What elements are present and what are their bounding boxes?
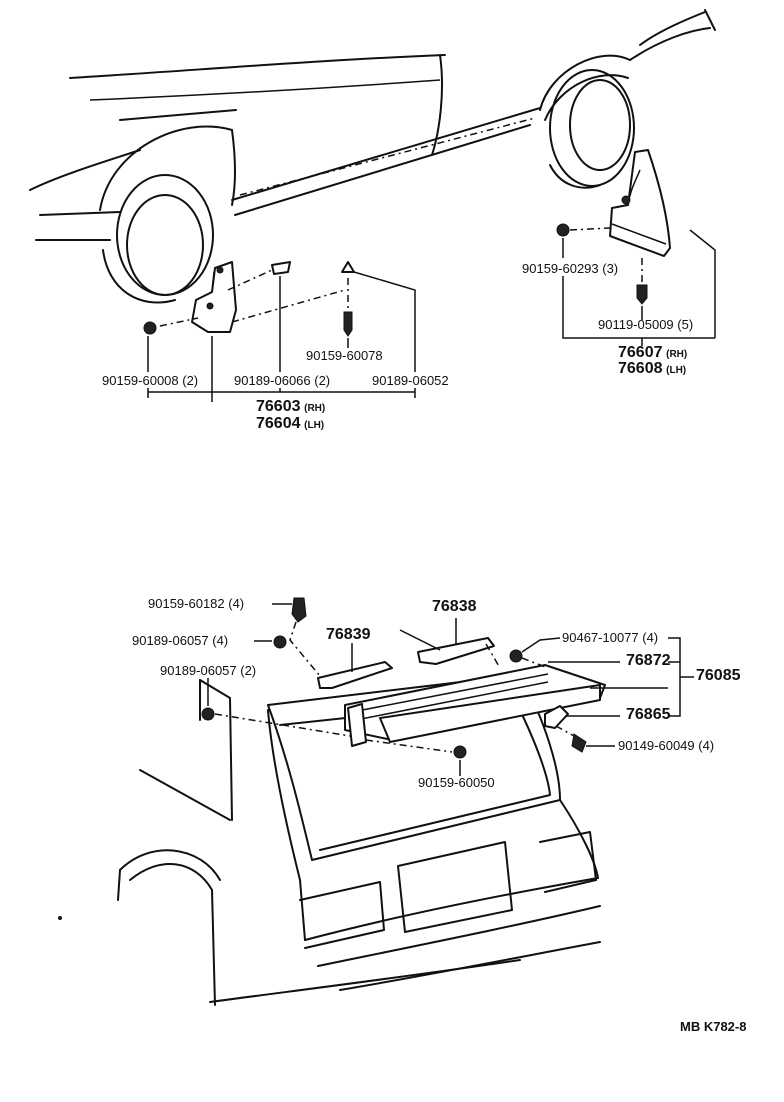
label-90159-60078: 90159-60078 <box>306 348 383 363</box>
label-90467-10077: 90467-10077 (4) <box>562 630 659 645</box>
screw-90159-60182 <box>291 597 307 623</box>
label-90189-06052: 90189-06052 <box>372 373 449 388</box>
label-90119-05009: 90119-05009 (5) <box>598 317 694 332</box>
car-side-outline <box>29 9 716 304</box>
car-rear-outline <box>117 674 601 1006</box>
screw-90119-05009 <box>636 284 648 305</box>
label-90189-06057-b: 90189-06057 (2) <box>160 663 257 678</box>
label-assy-76607: 76607 (RH) <box>618 344 688 361</box>
screw-90159-60008 <box>143 321 157 335</box>
screw-90159-60293 <box>556 223 570 237</box>
clip-90189-06057-a <box>273 635 287 649</box>
label-assy-76603: 76603 (RH) <box>256 398 326 415</box>
label-90159-60182: 90159-60182 (4) <box>148 596 245 611</box>
bracket-76865 <box>544 705 569 729</box>
screw-90159-60050 <box>453 745 467 759</box>
label-90159-60050: 90159-60050 <box>418 775 495 790</box>
label-76085: 76085 <box>696 667 741 684</box>
diagram-code: MB K782-8 <box>680 1019 747 1034</box>
label-76838: 76838 <box>432 598 477 615</box>
clip-90189-06052 <box>341 261 355 273</box>
label-90149-60049: 90149-60049 (4) <box>618 738 715 753</box>
bolt-90149-60049 <box>571 733 587 753</box>
bracket-76838 <box>417 637 495 665</box>
nut-90467-10077 <box>509 649 523 663</box>
rear-spoiler <box>344 664 606 747</box>
clip-90189-06057-b <box>201 707 215 721</box>
label-assy-76604: 76604 (LH) <box>256 415 325 432</box>
label-90189-06057-a: 90189-06057 (4) <box>132 633 229 648</box>
screw-90159-60078 <box>343 311 353 337</box>
label-76872: 76872 <box>626 652 671 669</box>
rear-mudguard <box>609 149 671 257</box>
label-90159-60293: 90159-60293 (3) <box>522 261 619 276</box>
label-76839: 76839 <box>326 626 371 643</box>
label-assy-76608: 76608 (LH) <box>618 360 687 377</box>
label-76865: 76865 <box>626 706 671 723</box>
clip-90189-06066 <box>271 261 291 275</box>
label-90159-60008: 90159-60008 (2) <box>102 373 199 388</box>
bracket-76839 <box>317 661 393 689</box>
front-mudguard <box>191 261 237 333</box>
label-90189-06066: 90189-06066 (2) <box>234 373 331 388</box>
